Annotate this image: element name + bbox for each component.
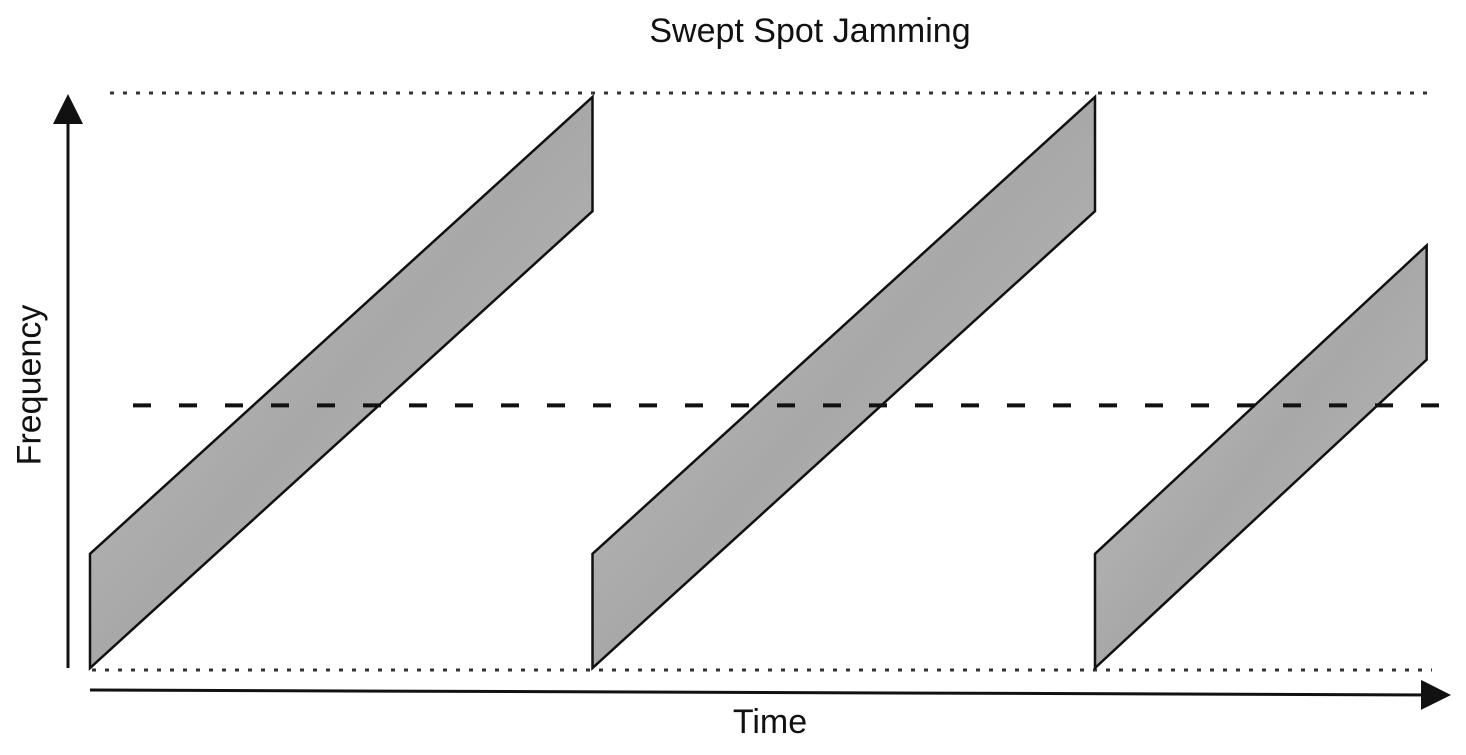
sweep-band-1 [88,94,594,671]
sweep-band-3 [1093,242,1428,671]
diagram-title: Swept Spot Jamming [649,12,971,50]
sweep-band-2 [591,94,1097,671]
x-axis-label: Time [732,703,808,741]
x-axis [89,679,1451,710]
